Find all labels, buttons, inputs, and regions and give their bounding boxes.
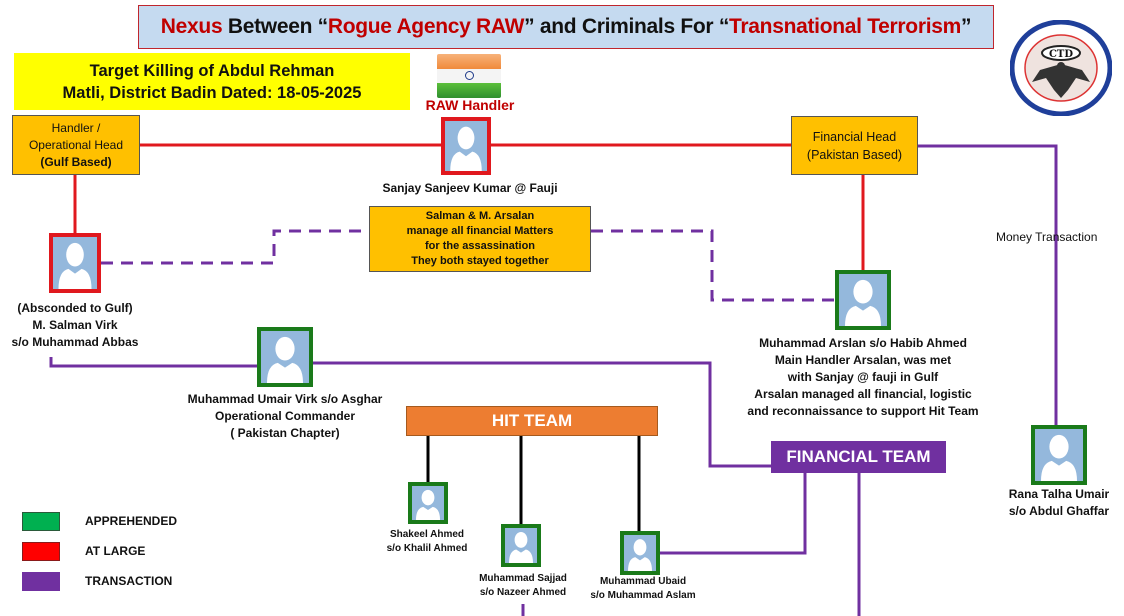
person-silhouette-icon	[845, 279, 881, 326]
purple-link-finhead-rana	[917, 144, 1058, 426]
label-line: Muhammad Arslan s/o Habib Ahmed	[759, 336, 967, 350]
handler-operational-head-box: Handler / Operational Head (Gulf Based)	[12, 115, 140, 175]
logo-ctd-text: CTD	[1049, 49, 1073, 60]
avatar-sajjad[interactable]	[501, 524, 541, 567]
avatar-shakeel[interactable]	[408, 482, 448, 524]
label-line: Main Handler Arsalan, was met	[774, 353, 952, 367]
label-line: (Absconded to Gulf)	[17, 301, 133, 315]
page-title: Nexus Between “Rogue Agency RAW” and Cri…	[138, 5, 994, 49]
title-part: ” and Criminals For “	[524, 15, 730, 38]
role-line: Handler /	[51, 120, 101, 135]
title-part: ”	[961, 15, 972, 38]
legend-swatch-apprehended	[22, 511, 60, 531]
person-silhouette-icon	[1041, 434, 1077, 481]
case-line: Matli, District Badin Dated: 18-05-2025	[62, 83, 362, 102]
note-line: They both stayed together	[411, 255, 549, 267]
money-transaction-label: Money Transaction	[996, 230, 1098, 244]
avatar-arslan[interactable]	[835, 270, 891, 330]
financial-team-header: FINANCIAL TEAM	[771, 441, 946, 473]
india-flag-icon	[437, 54, 501, 98]
financial-head-box: Financial Head (Pakistan Based)	[791, 116, 918, 175]
hit-team-header: HIT TEAM	[406, 406, 658, 436]
label-line: s/o Khalil Ahmed	[386, 543, 468, 554]
legend-item: AT LARGE	[22, 536, 177, 566]
person-silhouette-icon	[267, 336, 303, 383]
case-info-box: Target Killing of Abdul Rehman Matli, Di…	[14, 53, 410, 110]
label-line: M. Salman Virk	[32, 318, 118, 332]
label-line: ( Pakistan Chapter)	[230, 426, 340, 440]
label-line: Shakeel Ahmed	[389, 529, 465, 540]
label-line: with Sanjay @ fauji in Gulf	[787, 370, 939, 384]
purple-link-umair-finteam	[312, 361, 771, 468]
person-silhouette-icon	[58, 242, 92, 289]
person-silhouette-icon	[628, 539, 652, 571]
label-line: and reconnaissance to support Hit Team	[747, 404, 979, 418]
financial-note-box: Salman & M. Arsalan manage all financial…	[369, 206, 591, 272]
role-line: Financial Head	[812, 129, 897, 144]
label-line: Muhammad Umair Virk s/o Asghar	[187, 392, 383, 406]
person-label-ubaid: Muhammad Ubaid s/o Muhammad Aslam	[580, 575, 706, 603]
note-line: for the assassination	[424, 240, 536, 252]
legend-item: TRANSACTION	[22, 566, 177, 596]
case-line: Target Killing of Abdul Rehman	[89, 61, 335, 80]
title-part: Rogue Agency RAW	[327, 15, 525, 38]
avatar-salman[interactable]	[49, 233, 101, 293]
person-label-sanjay: Sanjay Sanjeev Kumar @ Fauji	[370, 180, 570, 197]
person-silhouette-icon	[509, 531, 533, 563]
label-line: Sanjay Sanjeev Kumar @ Fauji	[382, 181, 558, 195]
label-line: s/o Abdul Ghaffar	[1008, 504, 1110, 518]
legend-swatch-transaction	[22, 571, 60, 591]
role-line: Operational Head	[28, 137, 124, 152]
label-line: s/o Nazeer Ahmed	[479, 587, 567, 598]
label-line: s/o Muhammad Abbas	[11, 335, 139, 349]
person-label-salman: (Absconded to Gulf) M. Salman Virk s/o M…	[0, 300, 175, 351]
legend-label: AT LARGE	[85, 544, 146, 558]
dashed-link-note-arslan	[591, 229, 835, 302]
legend-label: APPREHENDED	[85, 514, 178, 528]
label-line: Arsalan managed all financial, logistic	[754, 387, 972, 401]
label-line: Muhammad Sajjad	[479, 573, 567, 584]
label-line: Operational Commander	[214, 409, 356, 423]
label-line: s/o Muhammad Aslam	[590, 590, 696, 601]
title-part: Transnational Terrorism	[729, 15, 961, 38]
avatar-rana[interactable]	[1031, 425, 1087, 485]
label-line: Rana Talha Umair	[1008, 487, 1110, 501]
avatar-umair[interactable]	[257, 327, 313, 387]
person-label-arslan: Muhammad Arslan s/o Habib Ahmed Main Han…	[738, 335, 988, 420]
person-label-shakeel: Shakeel Ahmed s/o Khalil Ahmed	[367, 528, 487, 556]
person-silhouette-icon	[450, 126, 482, 171]
avatar-ubaid[interactable]	[620, 531, 660, 575]
purple-link-salman-umair	[49, 357, 258, 368]
role-line: (Pakistan Based)	[806, 147, 903, 162]
note-line: Salman & M. Arsalan	[425, 210, 535, 222]
dashed-link-salman-arslan	[101, 229, 369, 265]
title-part: Nexus	[160, 15, 223, 38]
role-line: (Gulf Based)	[40, 154, 112, 169]
label-line: Muhammad Ubaid	[599, 576, 687, 587]
legend-label: TRANSACTION	[85, 574, 173, 588]
legend-item: APPREHENDED	[22, 506, 177, 536]
person-silhouette-icon	[416, 489, 440, 520]
title-part: Between “	[222, 15, 328, 38]
person-label-sajjad: Muhammad Sajjad s/o Nazeer Ahmed	[461, 572, 585, 600]
ctd-logo: CTD	[1009, 19, 1113, 117]
avatar-sanjay[interactable]	[441, 117, 491, 175]
person-label-umair: Muhammad Umair Virk s/o Asghar Operation…	[170, 391, 400, 442]
raw-handler-label: RAW Handler	[425, 97, 515, 113]
legend-swatch-at-large	[22, 541, 60, 561]
purple-link-finteam-ubaid	[660, 473, 807, 555]
person-label-rana: Rana Talha Umair s/o Abdul Ghaffar	[984, 486, 1124, 520]
note-line: manage all financial Matters	[406, 225, 554, 237]
legend: APPREHENDED AT LARGE TRANSACTION	[22, 506, 177, 596]
